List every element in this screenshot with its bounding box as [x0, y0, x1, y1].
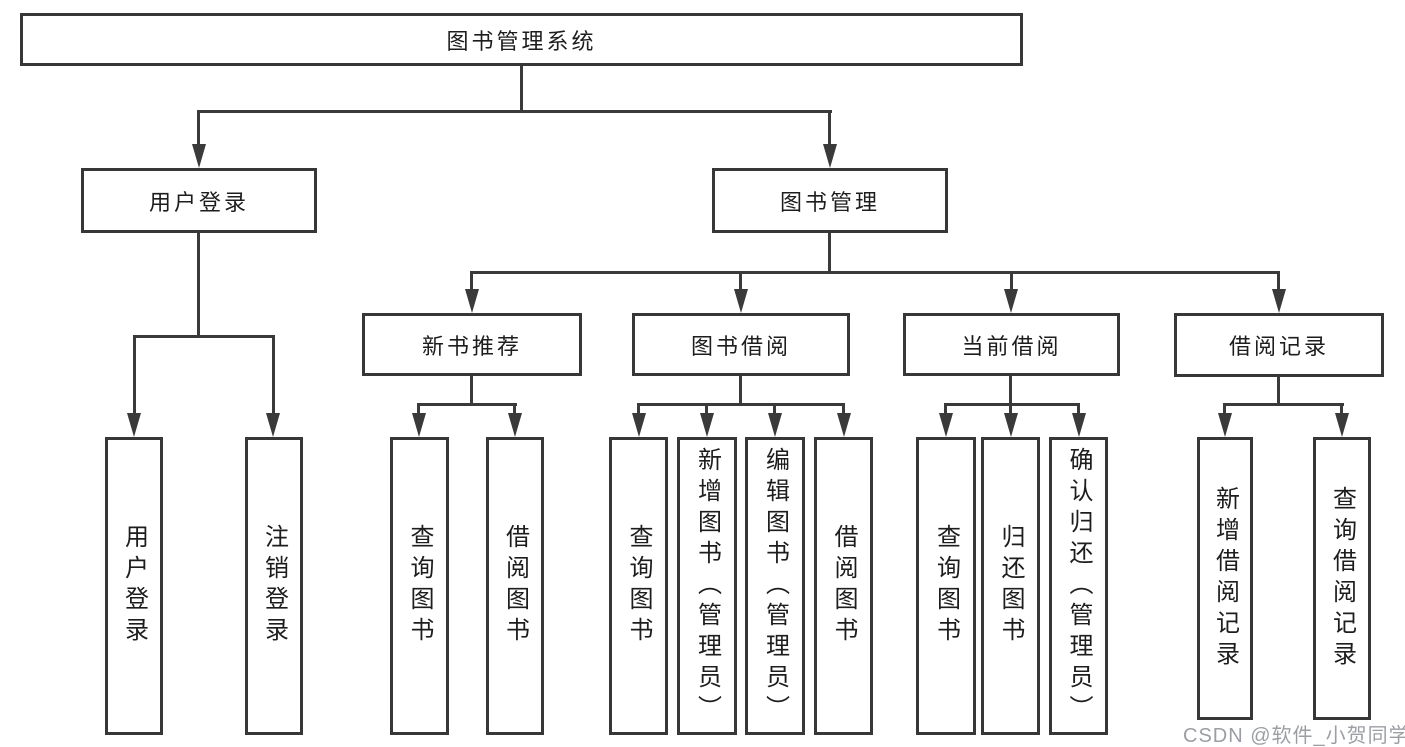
arrowhead-down-icon [1004, 289, 1018, 313]
connector-crossbar [1223, 403, 1344, 406]
arrowhead-down-icon [1335, 413, 1349, 437]
arrowhead-down-icon [127, 413, 141, 437]
csdn-watermark: CSDN @软件_小贺同学 [1183, 725, 1405, 747]
connector-crossbar [637, 403, 845, 406]
connector-drop-book-management [828, 110, 831, 146]
node-logout: 注销登录 [245, 437, 303, 735]
arrowhead-down-icon [700, 413, 714, 437]
arrowhead-down-icon [266, 413, 280, 437]
connector-drop [773, 403, 776, 417]
connector-user-login-crossbar [133, 335, 275, 338]
connector-drop [1340, 403, 1343, 417]
arrowhead-down-icon [465, 289, 479, 313]
connector-drop [637, 403, 640, 417]
node-query-borrow-record: 查询借阅记录 [1313, 437, 1371, 720]
connector-crossbar [944, 403, 1080, 406]
connector-drop [944, 403, 947, 417]
connector-stem [739, 376, 742, 405]
connector-drop [842, 403, 845, 417]
arrowhead-down-icon [734, 289, 748, 313]
connector-drop [1223, 403, 1226, 417]
arrowhead-down-icon [837, 413, 851, 437]
node-new-book-recommend: 新书推荐 [362, 313, 582, 376]
connector-book-mgmt-crossbar [470, 271, 1280, 274]
connector-drop-user-login [197, 110, 200, 146]
arrowhead-down-icon [768, 413, 782, 437]
node-edit-book-admin: 编辑图书（管理员） [745, 437, 805, 735]
node-query-book-current: 查询图书 [916, 437, 976, 735]
node-confirm-return-admin: 确认归还（管理员） [1049, 437, 1108, 735]
node-add-borrow-record: 新增借阅记录 [1197, 437, 1253, 720]
connector-root-crossbar [197, 110, 832, 113]
connector-stem [1009, 376, 1012, 405]
arrowhead-down-icon [823, 144, 837, 168]
connector-root-stem [520, 66, 523, 112]
node-borrow-records: 借阅记录 [1174, 313, 1384, 377]
node-borrow-book-recommend: 借阅图书 [486, 437, 544, 735]
node-user-login-leaf: 用户登录 [105, 437, 163, 735]
connector-drop [272, 335, 275, 415]
node-return-book: 归还图书 [981, 437, 1040, 735]
connector-drop [705, 403, 708, 417]
arrowhead-down-icon [1218, 413, 1232, 437]
connector-drop [513, 403, 516, 417]
connector-drop [1077, 403, 1080, 417]
node-borrow-book-leaf: 借阅图书 [814, 437, 873, 735]
node-query-book-borrow: 查询图书 [609, 437, 668, 735]
node-user-login: 用户登录 [81, 168, 317, 233]
connector-drop [133, 335, 136, 415]
connector-book-mgmt-stem [828, 233, 831, 273]
arrowhead-down-icon [412, 413, 426, 437]
arrowhead-down-icon [1004, 413, 1018, 437]
node-current-borrow: 当前借阅 [903, 313, 1120, 376]
arrowhead-down-icon [508, 413, 522, 437]
arrowhead-down-icon [192, 144, 206, 168]
node-root: 图书管理系统 [20, 13, 1023, 66]
connector-drop [1277, 271, 1280, 293]
connector-user-login-stem [197, 233, 200, 337]
node-book-borrow: 图书借阅 [632, 313, 850, 376]
connector-drop [1010, 271, 1013, 293]
connector-drop [417, 403, 420, 417]
arrowhead-down-icon [1072, 413, 1086, 437]
node-add-book-admin: 新增图书（管理员） [677, 437, 737, 735]
connector-drop [1009, 403, 1012, 417]
connector-drop [470, 271, 473, 293]
connector-stem [1277, 377, 1280, 405]
node-book-management: 图书管理 [712, 168, 948, 233]
arrowhead-down-icon [632, 413, 646, 437]
node-query-book-recommend: 查询图书 [390, 437, 449, 735]
connector-stem [470, 376, 473, 405]
arrowhead-down-icon [1272, 289, 1286, 313]
arrowhead-down-icon [939, 413, 953, 437]
connector-crossbar [417, 403, 517, 406]
connector-drop [739, 271, 742, 293]
